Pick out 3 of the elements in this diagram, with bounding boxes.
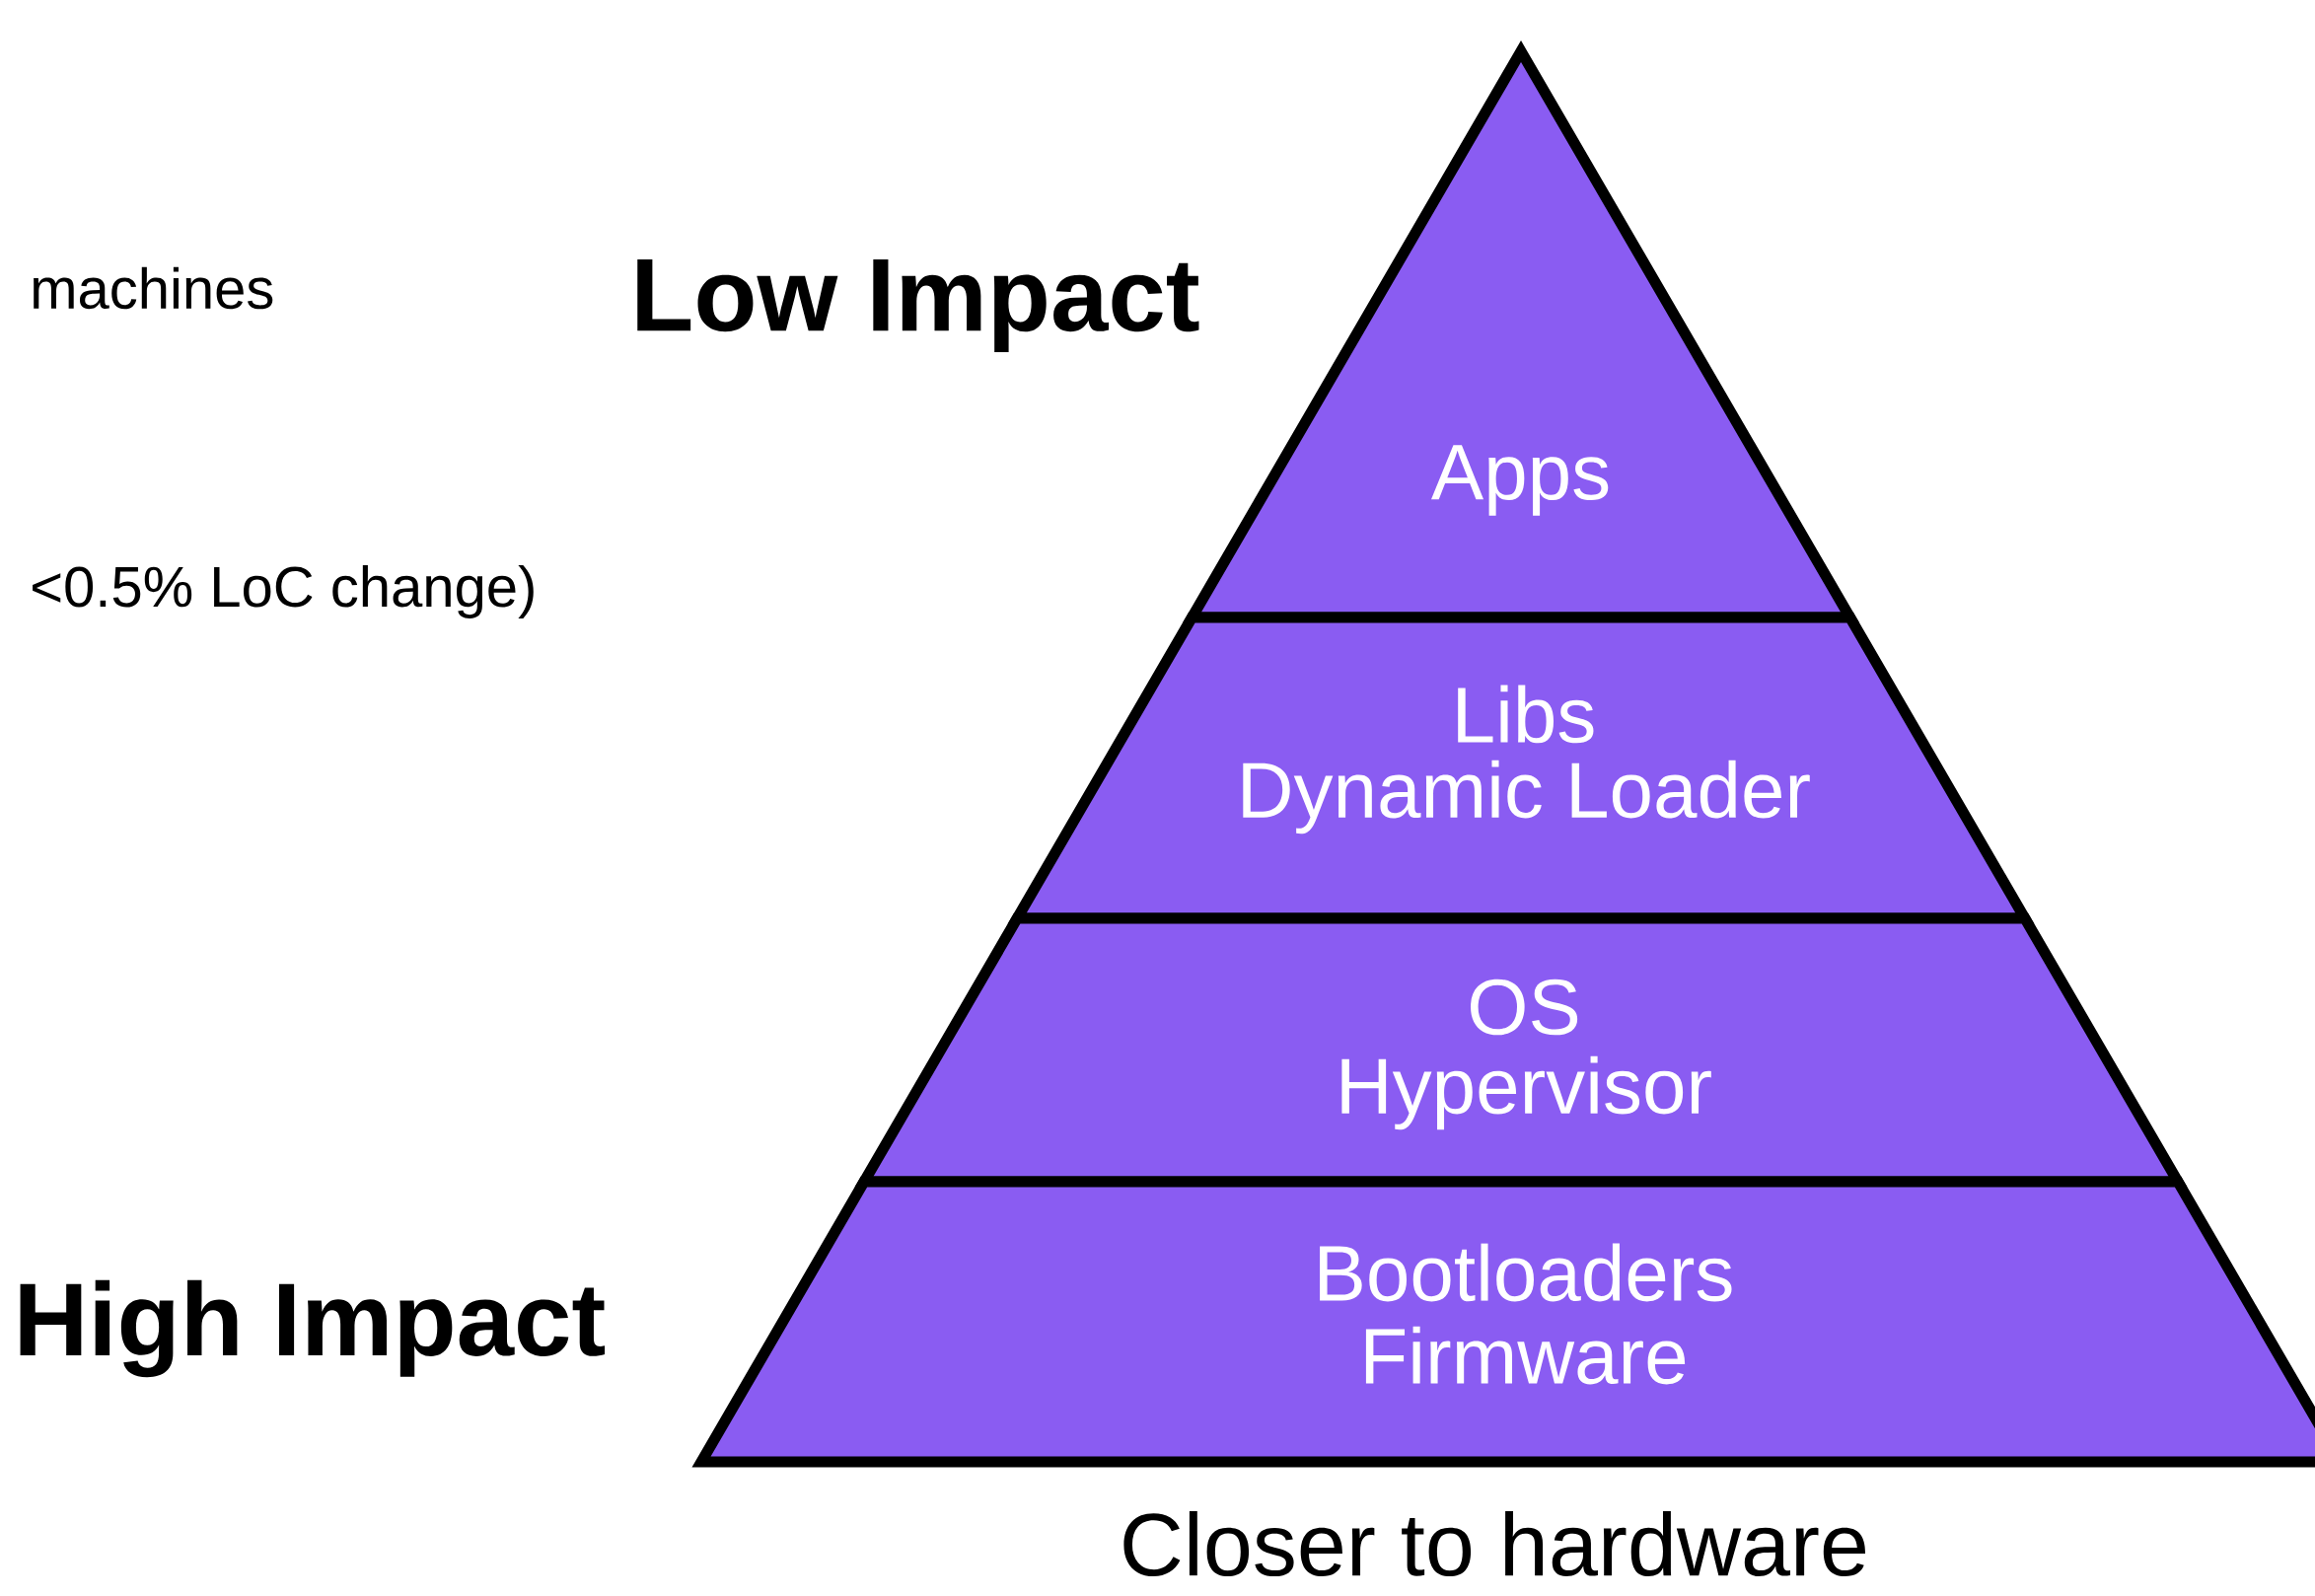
- impact-label: High Impact: [20, 1279, 606, 1378]
- side-note: <0.5% LoC change): [33, 564, 534, 618]
- side-note: machines: [34, 266, 273, 310]
